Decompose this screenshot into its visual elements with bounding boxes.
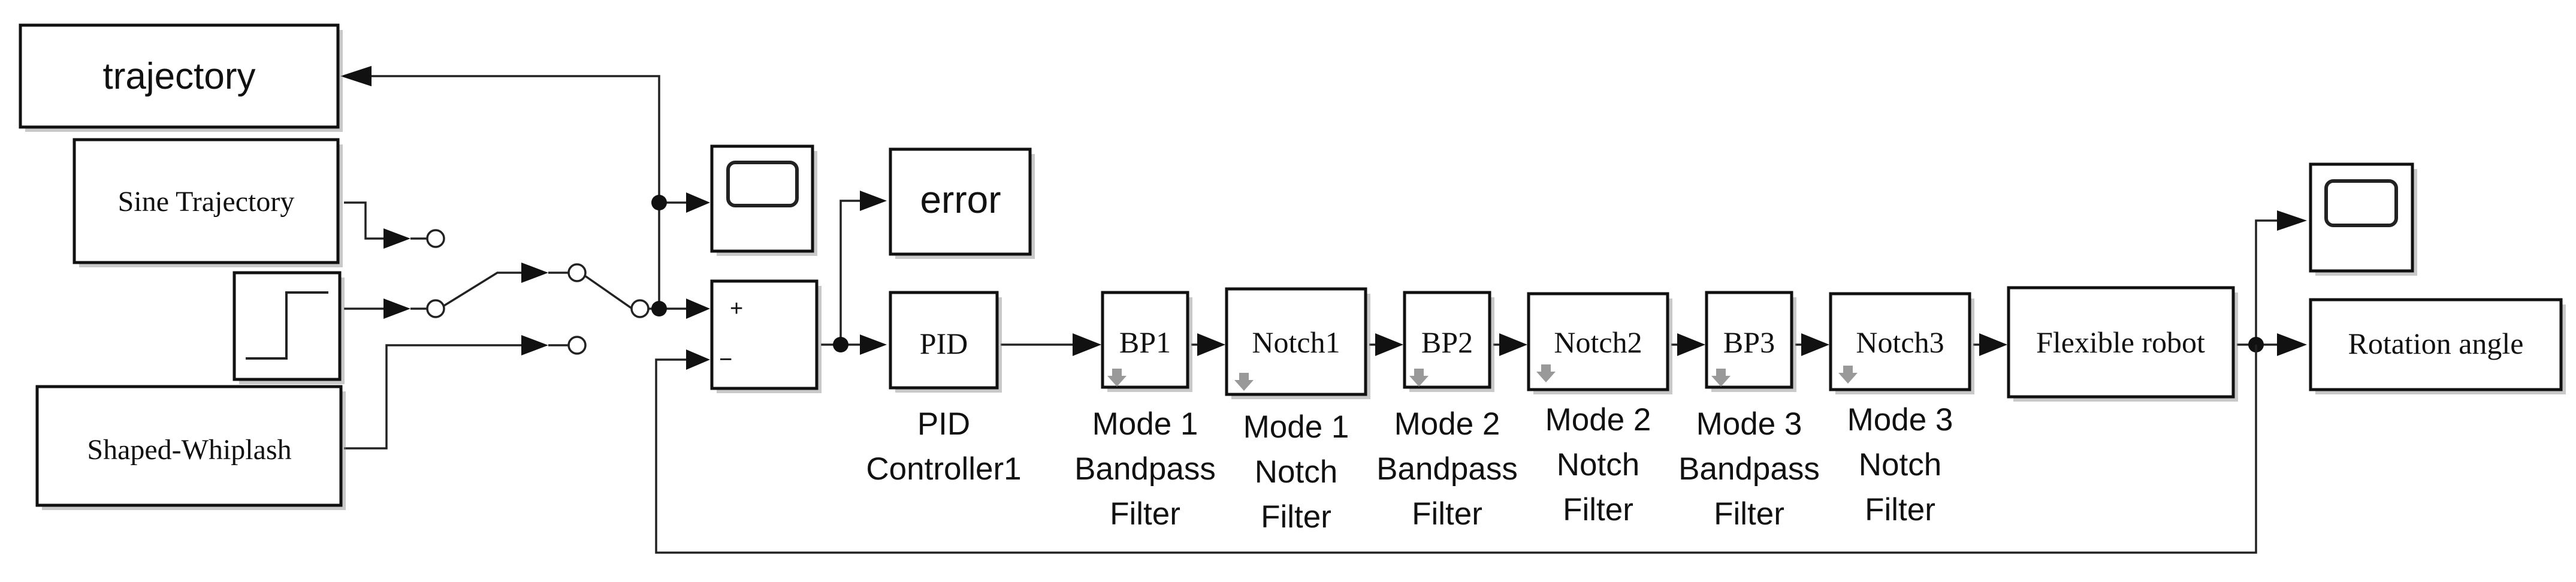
bp2-caption-line1: Mode 2 [1394,406,1500,442]
error-block[interactable]: error [889,147,1035,259]
arrow-into-robot [1979,333,2007,356]
bp1-caption-line3: Filter [1110,496,1180,532]
scope2-block[interactable] [2309,162,2417,276]
step-icon [246,291,328,360]
junction-dot-scope1 [651,195,667,210]
notch1-caption-line2: Notch [1255,454,1337,490]
arrow-into-bp2 [1375,333,1403,356]
sine-trajectory-block[interactable]: Sine Trajectory [73,138,343,267]
arrow-into-notch1 [1197,333,1225,356]
sum-block[interactable]: + − [710,279,822,393]
bp3-caption-line2: Bandpass [1678,451,1820,487]
arrow-into-scope1 [686,192,710,213]
error-label: error [920,178,1001,221]
arrow-switch1-out [521,263,548,283]
wire-shaped-out [344,344,521,450]
scope-screen-icon [726,161,799,207]
switch-terminal-mid [567,263,587,282]
bp2-label: BP2 [1421,325,1473,359]
wire-to-scope2 [2255,219,2277,345]
arrow-into-sum-minus [686,349,710,370]
junction-dot-error [833,337,848,352]
switch-terminal-sine [426,229,445,248]
notch2-caption-line2: Notch [1557,447,1639,483]
bp3-caption-line1: Mode 3 [1696,406,1802,442]
notch3-caption-line3: Filter [1865,492,1935,527]
mask-arrow-icon [1536,364,1556,382]
arrow-into-rotation [2277,333,2307,356]
notch3-label: Notch3 [1856,325,1944,359]
sum-minus-sign: − [719,347,732,372]
notch2-caption-line1: Mode 2 [1545,402,1651,438]
trajectory-block[interactable]: trajectory [19,23,343,132]
rotation-angle-block[interactable]: Rotation angle [2309,298,2566,394]
wire-sine-out [344,201,383,240]
bp2-caption-line2: Bandpass [1376,451,1518,487]
mask-arrow-icon [1234,373,1254,391]
junction-dot-ref [651,301,667,316]
mask-arrow-icon [1838,366,1858,384]
arrow-into-notch2 [1499,333,1527,356]
arrow-into-notch3 [1801,333,1829,356]
switch-arm-1 [443,272,521,307]
arrow-step-switch [383,298,410,319]
arrow-into-bp3 [1677,333,1705,356]
arrow-into-error [860,191,887,211]
arrow-into-sum-plus [686,298,710,319]
shaped-whiplash-block[interactable]: Shaped-Whiplash [35,385,346,510]
flexible-robot-label: Flexible robot [2036,325,2205,359]
notch2-label: Notch2 [1554,325,1642,359]
wire-to-trajectory [372,75,660,309]
switch-terminal-out [630,299,650,318]
bp1-label: BP1 [1119,325,1171,359]
wire-to-error [839,200,860,345]
switch-terminal-shaped [567,336,587,355]
notch1-caption-line1: Mode 1 [1243,409,1349,445]
mask-arrow-icon [1711,369,1731,387]
pid-block[interactable]: PID [889,291,1002,393]
scope-screen-icon [2324,179,2398,227]
bp3-block[interactable]: BP3 [1705,291,1796,392]
bp2-block[interactable]: BP2 [1403,291,1494,392]
shaped-whiplash-label: Shaped-Whiplash [87,434,291,466]
arrow-sine-switch [383,228,410,249]
mask-arrow-icon [1409,369,1429,387]
notch1-caption-line3: Filter [1261,499,1331,535]
bp3-label: BP3 [1723,325,1775,359]
arrow-into-scope2 [2277,210,2307,231]
notch2-block[interactable]: Notch2 [1527,292,1672,394]
sine-trajectory-label: Sine Trajectory [118,186,295,218]
arrow-into-trajectory [340,66,372,86]
pid-caption-line1: PID [917,406,970,442]
trajectory-label: trajectory [103,56,256,97]
notch3-caption-line2: Notch [1859,447,1941,483]
flexible-robot-block[interactable]: Flexible robot [2007,286,2238,402]
pid-caption-line2: Controller1 [866,451,1021,487]
notch1-block[interactable]: Notch1 [1225,287,1370,399]
scope1-block[interactable] [710,144,817,256]
pid-label: PID [920,327,968,360]
bp1-caption-line1: Mode 1 [1092,406,1198,442]
notch3-block[interactable]: Notch3 [1829,292,1974,394]
switch-arm-2 [584,275,633,310]
sum-plus-sign: + [730,296,743,321]
switch-terminal-step [426,299,445,318]
notch1-label: Notch1 [1252,325,1340,359]
bp1-block[interactable]: BP1 [1101,291,1192,392]
mask-arrow-icon [1107,369,1127,387]
bp3-caption-line3: Filter [1714,496,1784,532]
rotation-angle-label: Rotation angle [2348,327,2524,360]
arrow-shaped-switch [521,335,548,355]
step-block[interactable] [232,271,345,384]
bp1-caption-line2: Bandpass [1074,451,1216,487]
bp2-caption-line3: Filter [1412,496,1482,532]
arrow-into-bp1 [1073,333,1101,356]
notch3-caption-line1: Mode 3 [1847,402,1953,438]
wire-feedback [655,345,2257,554]
notch2-caption-line3: Filter [1563,492,1633,527]
arrow-into-pid [860,334,887,355]
